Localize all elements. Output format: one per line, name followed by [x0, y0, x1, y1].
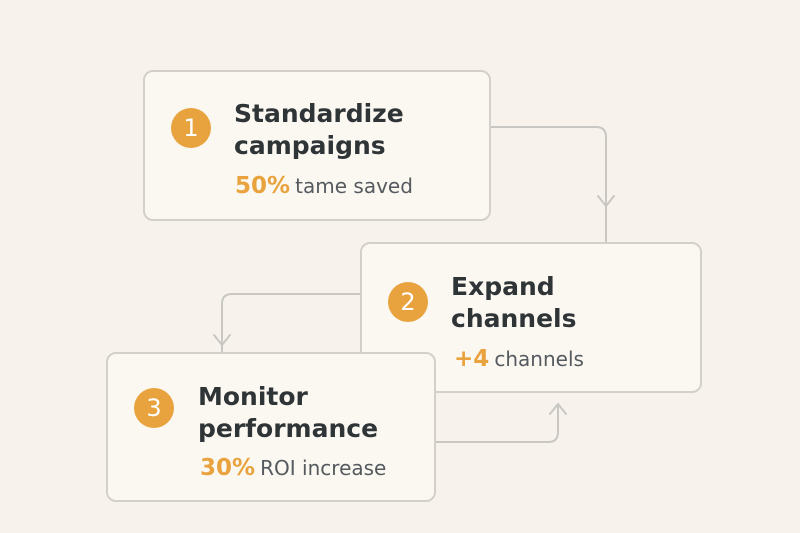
step-card-monitor-performance: 3 Monitor performance 30% ROI increase: [106, 352, 436, 502]
connector-step3-to-step2: [435, 403, 559, 443]
step-title-line: Standardize: [234, 99, 404, 128]
step-number-badge: 2: [388, 282, 428, 322]
step-title: Expand channels: [451, 271, 577, 335]
step-number-badge: 1: [171, 108, 211, 148]
metric-value: 50%: [235, 173, 291, 199]
step-metric: +4 channels: [454, 345, 584, 375]
metric-value: +4: [454, 346, 490, 372]
arrowhead-down-icon: [213, 334, 231, 346]
step-title: Monitor performance: [198, 381, 378, 445]
connector-step1-to-step2: [490, 126, 607, 243]
step-title-line: channels: [451, 304, 577, 333]
metric-label: tame saved: [295, 174, 413, 198]
step-title-line: Monitor: [198, 382, 308, 411]
metric-value: 30%: [200, 455, 256, 481]
connector-step2-to-step3: [221, 293, 361, 353]
step-card-standardize-campaigns: 1 Standardize campaigns 50% tame saved: [143, 70, 491, 221]
step-card-expand-channels: 2 Expand channels +4 channels: [360, 242, 702, 393]
step-metric: 50% tame saved: [235, 172, 413, 202]
step-title-line: campaigns: [234, 131, 386, 160]
step-title: Standardize campaigns: [234, 98, 404, 162]
arrowhead-down-icon: [597, 195, 615, 207]
step-title-line: Expand: [451, 272, 555, 301]
metric-label: channels: [494, 347, 584, 371]
step-title-line: performance: [198, 414, 379, 443]
step-number-badge: 3: [134, 388, 174, 428]
step-metric: 30% ROI increase: [200, 454, 386, 484]
metric-label: ROI increase: [260, 456, 387, 480]
arrowhead-up-icon: [549, 403, 567, 415]
